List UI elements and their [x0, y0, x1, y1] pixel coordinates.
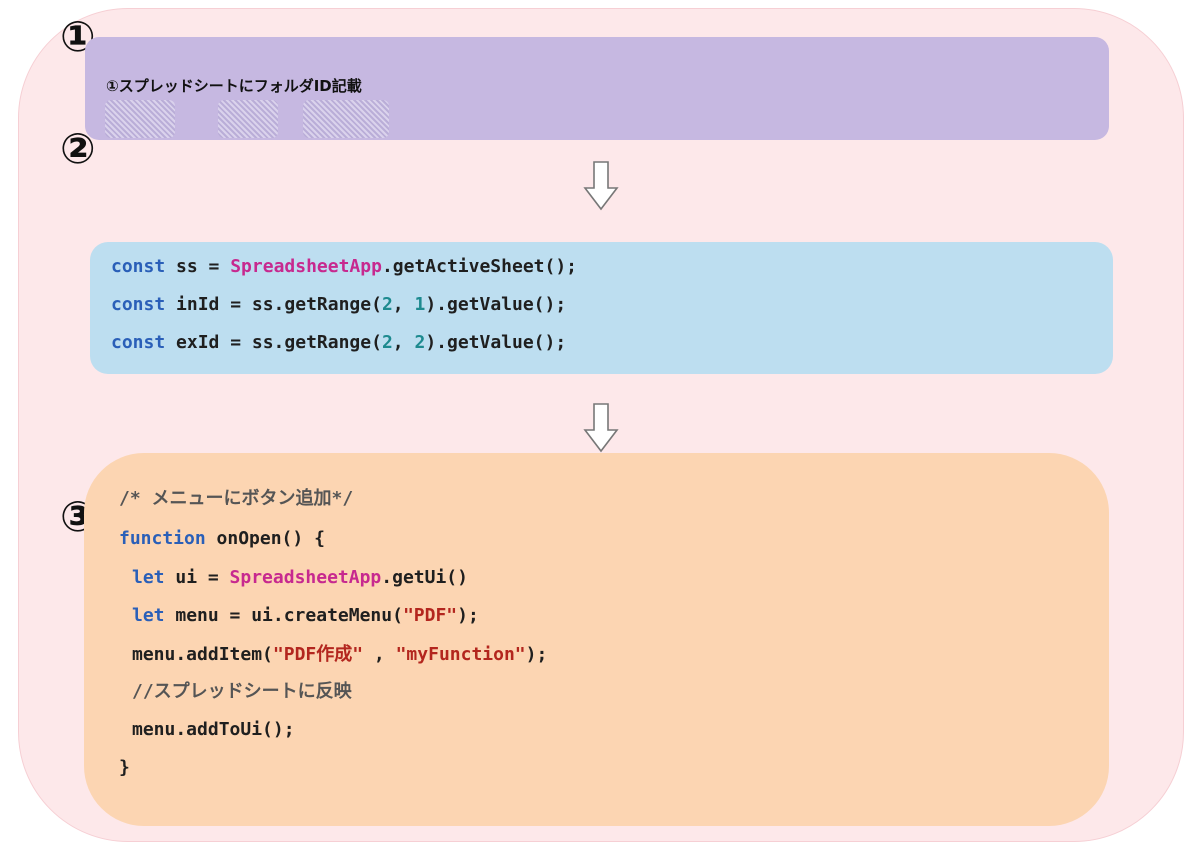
blurred-image — [303, 100, 389, 138]
down-arrow-icon — [583, 403, 619, 453]
code-line: let menu = ui.createMenu("PDF"); — [132, 605, 479, 626]
step-1-label: ①スプレッドシートにフォルダID記載 — [106, 77, 362, 95]
code-line: function onOpen() { — [119, 528, 325, 549]
code-line: const inId = ss.getRange(2, 1).getValue(… — [111, 294, 567, 315]
step-2-box — [90, 242, 1113, 374]
step-3-box — [84, 453, 1109, 826]
code-comment: /* メニューにボタン追加*/ — [119, 488, 354, 509]
blurred-image — [218, 100, 278, 138]
blurred-image — [105, 100, 175, 138]
code-line: menu.addToUi(); — [132, 719, 295, 740]
down-arrow-icon — [583, 161, 619, 211]
code-line: const ss = SpreadsheetApp.getActiveSheet… — [111, 256, 578, 277]
code-line: } — [119, 757, 130, 778]
code-line: let ui = SpreadsheetApp.getUi() — [132, 567, 468, 588]
code-line: menu.addItem("PDF作成" , "myFunction"); — [132, 644, 548, 665]
code-comment: //スプレッドシートに反映 — [132, 681, 352, 702]
code-line: const exId = ss.getRange(2, 2).getValue(… — [111, 332, 567, 353]
